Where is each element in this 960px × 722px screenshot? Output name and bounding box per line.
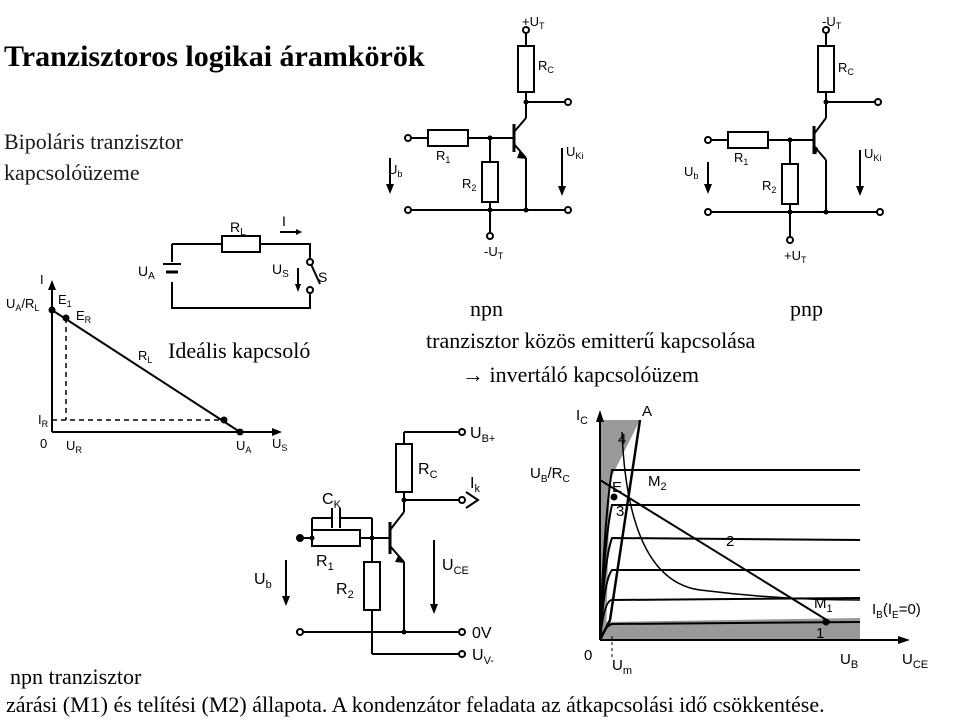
saturation-region bbox=[600, 420, 640, 640]
zero-v-label: 0V bbox=[472, 625, 492, 642]
bottom-line-1: npn tranzisztor bbox=[10, 664, 142, 689]
npn-label: npn bbox=[470, 296, 503, 321]
pnp-rc-label: RC bbox=[838, 60, 854, 77]
ua-axis-label: UA bbox=[236, 438, 251, 455]
ub-plus-label: UB+ bbox=[470, 425, 495, 445]
graph-y-axis-label: I bbox=[40, 272, 44, 287]
uce-label: UCE bbox=[442, 557, 469, 577]
uce-axis-label: UCE bbox=[902, 651, 928, 671]
m1-label: M1 bbox=[814, 595, 833, 615]
rl-label: RL bbox=[230, 219, 246, 238]
subtitle-line-2: kapcsolóüzeme bbox=[4, 160, 140, 185]
curve-4-label: 4 bbox=[618, 431, 626, 448]
npn-uki-label: UKi bbox=[566, 144, 583, 161]
us-label: US bbox=[272, 261, 289, 280]
speedup-r1-label: R1 bbox=[316, 553, 334, 573]
point-e-label: E bbox=[612, 479, 622, 496]
speedup-rc-label: RC bbox=[418, 461, 438, 481]
npn-gnd-label: -UT bbox=[484, 244, 504, 261]
bottom-line-2: zárási (M1) és telítési (M2) állapota. A… bbox=[6, 692, 825, 717]
pnp-gnd-label: +UT bbox=[784, 248, 807, 265]
npn-rc-label: RC bbox=[538, 58, 554, 75]
pnp-label: pnp bbox=[790, 296, 823, 321]
rl-line-label: RL bbox=[138, 348, 152, 365]
ib-label: IB(IE=0) bbox=[872, 601, 921, 621]
ur-label: UR bbox=[66, 438, 82, 455]
ik-label: Ik bbox=[470, 475, 480, 495]
ub-axis-label: UB bbox=[840, 651, 858, 671]
um-label: Um bbox=[612, 657, 632, 677]
npn-ub-label: Ub bbox=[388, 162, 402, 179]
subtitle-line-1: Bipoláris tranzisztor bbox=[4, 129, 184, 154]
m2-label: M2 bbox=[648, 473, 667, 493]
inverter-text: → invertáló kapcsolóüzem bbox=[462, 362, 700, 387]
ic-axis-label: IC bbox=[576, 407, 588, 427]
subtitle: Bipoláris tranzisztor kapcsolóüzeme bbox=[4, 126, 183, 188]
page-title: Tranzisztoros logikai áramkörök bbox=[4, 40, 425, 73]
speedup-r2-label: R2 bbox=[336, 581, 354, 601]
uv-minus-label: UV- bbox=[472, 647, 494, 667]
npn-r1-label: R1 bbox=[436, 148, 450, 165]
ideal-switch-label: Ideális kapcsoló bbox=[168, 338, 311, 363]
pnp-r1-label: R1 bbox=[734, 150, 748, 167]
npn-ut-label: +UT bbox=[522, 14, 545, 31]
pnp-ut-label: -UT bbox=[822, 14, 842, 31]
curve-3-label: 3 bbox=[616, 503, 624, 520]
pnp-r2-label: R2 bbox=[762, 178, 776, 195]
ck-label: CK bbox=[322, 491, 342, 511]
char-origin-label: 0 bbox=[584, 647, 592, 664]
ua-label: UA bbox=[138, 263, 155, 282]
ub-rc-label: UB/RC bbox=[530, 465, 570, 485]
npn-r2-label: R2 bbox=[462, 176, 476, 193]
pnp-ub-label: Ub bbox=[684, 164, 698, 181]
e1-label: E1 bbox=[58, 292, 72, 309]
er-label: ER bbox=[76, 308, 92, 325]
current-label: I bbox=[282, 213, 286, 229]
curve-2-label: 2 bbox=[726, 533, 734, 550]
common-emitter-text: tranzisztor közös emitterű kapcsolása bbox=[426, 328, 756, 353]
ua-rl-label: UA/RL bbox=[6, 296, 39, 313]
speedup-ub-label: Ub bbox=[254, 571, 272, 591]
ir-label: IR bbox=[38, 412, 49, 429]
pnp-uki-label: UKi bbox=[864, 146, 881, 163]
line-a-label: A bbox=[642, 403, 652, 420]
switch-label: S bbox=[318, 269, 327, 285]
curve-1-label: 1 bbox=[816, 625, 824, 642]
graph-x-axis-label: US bbox=[272, 436, 287, 453]
origin-label: 0 bbox=[40, 436, 47, 451]
